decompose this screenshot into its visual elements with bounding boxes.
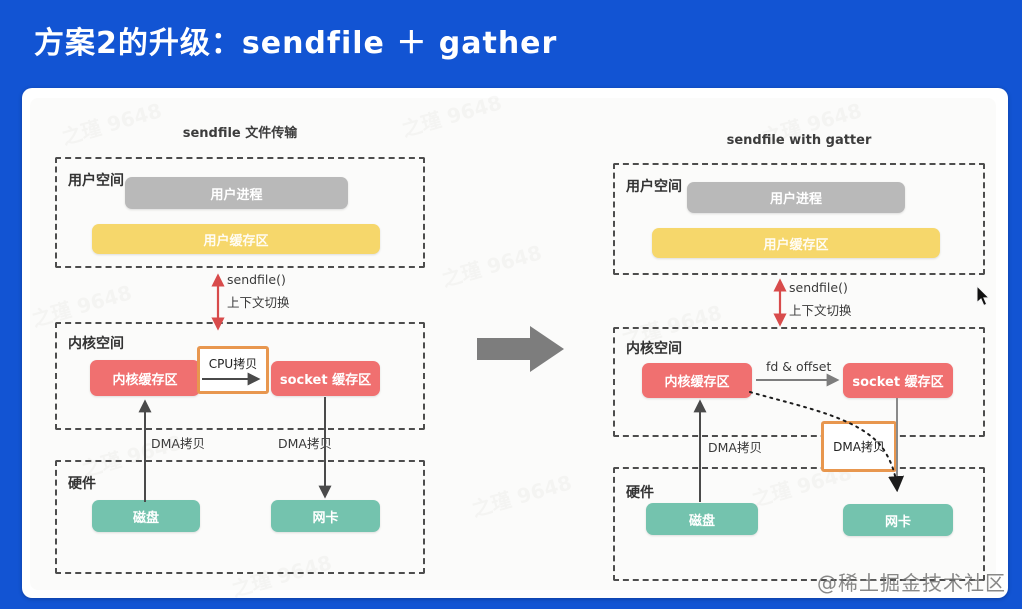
- left-kernel-space-box: [55, 322, 425, 430]
- left-hardware-box: [55, 460, 425, 574]
- right-user-buffer-box: 用户缓存区: [652, 228, 940, 258]
- left-diagram-title: sendfile 文件传输: [182, 126, 298, 141]
- right-kernel-space-label: 内核空间: [626, 341, 682, 357]
- left-sendfile-label: sendfile(): [227, 272, 286, 287]
- left-hardware-label: 硬件: [68, 476, 96, 492]
- left-user-space-box: [55, 157, 425, 268]
- left-cpu-copy-box: CPU拷贝: [197, 346, 269, 394]
- left-nic-box: 网卡: [271, 500, 380, 532]
- right-fd-offset-label: fd & offset: [766, 359, 832, 374]
- left-socket-buffer-box: socket 缓存区: [271, 361, 380, 396]
- left-user-buffer-box: 用户缓存区: [92, 224, 380, 254]
- right-disk-box: 磁盘: [646, 503, 758, 535]
- right-context-switch-label: 上下文切换: [789, 303, 852, 318]
- left-dma-copy-nic-label: DMA拷贝: [278, 436, 332, 451]
- left-user-space-label: 用户空间: [68, 173, 124, 189]
- slide-title: 方案2的升级：sendfile ＋ gather: [34, 26, 558, 61]
- right-dma-copy-disk-label: DMA拷贝: [708, 440, 762, 455]
- right-user-space-box: [613, 163, 985, 275]
- right-socket-buffer-box: socket 缓存区: [843, 363, 953, 398]
- right-kernel-buffer-box: 内核缓存区: [642, 363, 752, 398]
- left-context-switch-label: 上下文切换: [227, 295, 290, 310]
- right-dma-copy-boxed-label: DMA拷贝: [833, 440, 885, 454]
- right-hardware-label: 硬件: [626, 485, 654, 501]
- right-diagram-title: sendfile with gatter: [726, 133, 872, 148]
- left-cpu-copy-label: CPU拷贝: [208, 357, 258, 371]
- right-nic-box: 网卡: [843, 504, 953, 536]
- left-disk-box: 磁盘: [92, 500, 200, 532]
- right-user-space-label: 用户空间: [626, 179, 682, 195]
- left-user-process-box: 用户进程: [125, 177, 348, 209]
- left-dma-copy-disk-label: DMA拷贝: [151, 436, 205, 451]
- left-kernel-buffer-box: 内核缓存区: [90, 360, 200, 396]
- right-user-process-box: 用户进程: [687, 182, 905, 213]
- left-kernel-space-label: 内核空间: [68, 336, 124, 352]
- right-sendfile-label: sendfile(): [789, 280, 848, 295]
- community-watermark: @稀土掘金技术社区: [817, 571, 1006, 595]
- right-dma-copy-highlight-box: DMA拷贝: [821, 421, 897, 472]
